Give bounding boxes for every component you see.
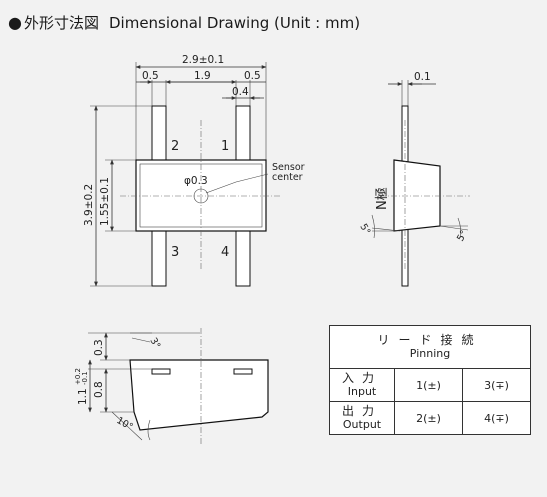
title-japanese: 外形寸法図 bbox=[23, 14, 99, 32]
lead-front-left bbox=[151, 368, 171, 375]
dim-height-top: 0.3 bbox=[93, 339, 105, 356]
output-pin-a: 2(±) bbox=[394, 401, 463, 435]
dim-overall-width: 2.9±0.1 bbox=[182, 54, 224, 66]
input-pin-a: 1(±) bbox=[394, 368, 463, 402]
angle-top: 3° bbox=[147, 336, 162, 351]
dim-height-body: 0.8 bbox=[93, 381, 105, 398]
front-view: 0.3 0.8 1.1 +0.2 -0.1 3° 10° bbox=[74, 328, 269, 446]
dim-total-tol-plus: +0.2 bbox=[74, 368, 82, 385]
output-label-cell: 出力 Output bbox=[329, 401, 395, 435]
lead-1-top bbox=[235, 105, 251, 162]
lead-4-bottom bbox=[235, 230, 251, 287]
dim-diameter: φ0.3 bbox=[184, 175, 208, 187]
dim-lead-width: 0.4 bbox=[232, 86, 249, 98]
title-english: Dimensional Drawing bbox=[108, 14, 270, 32]
pin-label-2: 2 bbox=[171, 139, 179, 154]
dim-total-tol-minus: -0.1 bbox=[81, 371, 89, 385]
output-label-en: Output bbox=[342, 418, 382, 431]
side-view: 0.1 N極 5° 5° bbox=[357, 71, 470, 287]
pole-label: N極 bbox=[374, 187, 390, 210]
dim-pitch-left: 0.5 bbox=[142, 70, 159, 82]
angle-left: 5° bbox=[357, 222, 372, 237]
output-label-jp: 出力 bbox=[341, 404, 382, 418]
sensor-circle bbox=[193, 188, 209, 204]
drawing-title: ●外形寸法図 Dimensional Drawing (Unit : mm) bbox=[8, 12, 360, 33]
pin-label-4: 4 bbox=[221, 245, 229, 260]
pinning-table: リード接続 Pinning 入力 Input 1(±) 3(∓) 出力 Outp… bbox=[329, 325, 531, 435]
dim-pitch-center: 1.9 bbox=[194, 70, 211, 82]
title-unit: (Unit : mm) bbox=[274, 14, 361, 32]
output-pin-b: 4(∓) bbox=[462, 401, 531, 435]
dim-body-height: 1.55±0.1 bbox=[99, 177, 111, 226]
sensor-label-2: center bbox=[272, 172, 303, 183]
dim-pitch-right: 0.5 bbox=[244, 70, 261, 82]
top-view: 2.9±0.1 0.5 1.9 0.5 0.4 bbox=[83, 54, 305, 287]
lead-2-top bbox=[151, 105, 167, 162]
pin-label-3: 3 bbox=[171, 245, 179, 260]
input-pin-b: 3(∓) bbox=[462, 368, 531, 402]
lead-front-right bbox=[233, 368, 253, 375]
angle-right: 5° bbox=[455, 229, 470, 244]
package-body-side bbox=[393, 159, 441, 232]
dim-overall-height: 3.9±0.2 bbox=[83, 184, 95, 226]
input-label-en: Input bbox=[347, 385, 377, 398]
dim-total-height: 1.1 bbox=[77, 388, 89, 405]
sensor-label-1: Sensor bbox=[272, 162, 305, 173]
pinning-header-en: Pinning bbox=[409, 347, 451, 360]
input-label-jp: 入力 bbox=[341, 371, 382, 385]
input-label-cell: 入力 Input bbox=[329, 368, 395, 402]
lead-3-bottom bbox=[151, 230, 167, 287]
dim-lead-thickness: 0.1 bbox=[414, 71, 431, 83]
bullet-icon: ● bbox=[8, 13, 22, 32]
pinning-header-jp: リード接続 bbox=[377, 333, 483, 347]
pin-label-1: 1 bbox=[221, 139, 229, 154]
pinning-table-header: リード接続 Pinning bbox=[329, 325, 531, 369]
